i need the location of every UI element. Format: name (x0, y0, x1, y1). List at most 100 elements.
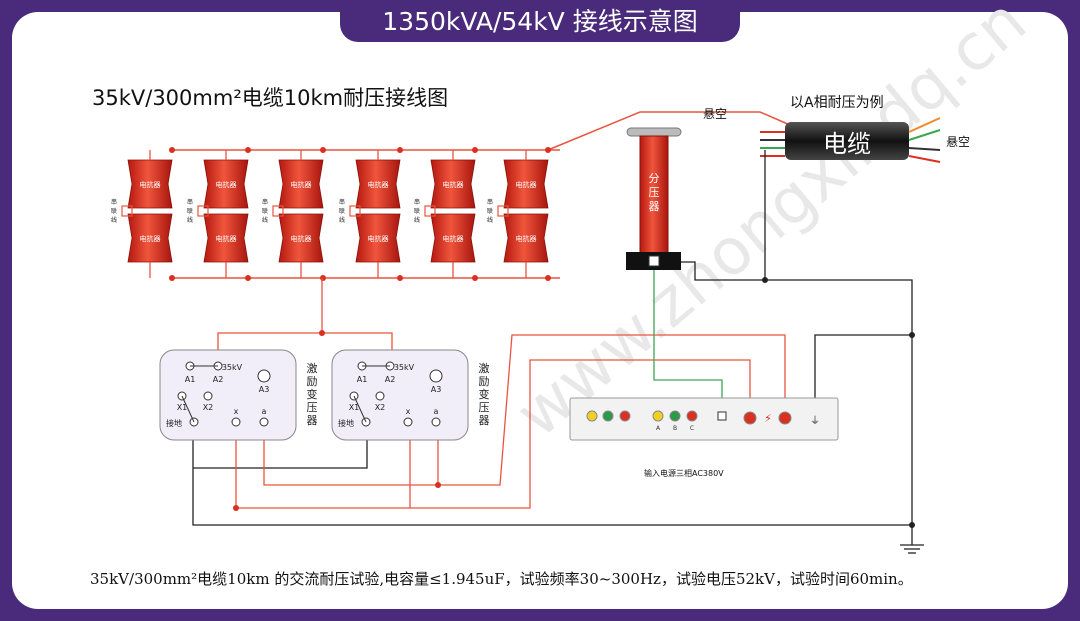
bottom-node (472, 275, 478, 281)
reactor (503, 213, 549, 263)
top-node (245, 147, 251, 153)
top-node (320, 147, 326, 153)
reactor (430, 213, 476, 263)
reactor-label: 电抗器 (140, 234, 161, 243)
series-line-label: 联 (187, 207, 193, 215)
indicator-yellow-1 (586, 410, 598, 422)
output-terminal-2 (778, 411, 792, 425)
reactor-label: 电抗器 (516, 180, 537, 189)
header-tab (340, 0, 740, 42)
a2-label: A2 (213, 375, 224, 384)
a3-label: A3 (431, 385, 442, 394)
reactor (127, 159, 173, 209)
transformer-label: 压 (479, 401, 490, 414)
bottom-node (545, 275, 551, 281)
terminal (259, 417, 269, 427)
top-node (545, 147, 551, 153)
reactor-label: 电抗器 (443, 234, 464, 243)
terminal (403, 417, 413, 427)
cable: 电缆 悬空 (760, 117, 970, 163)
control-box: A B C ⚡ ⏚ (569, 397, 839, 441)
test-description: 35kV/300mm²电缆10km 的交流耐压试验,电容量≤1.945uF，试验… (90, 570, 913, 588)
tap-label: 35kV (222, 363, 243, 372)
reactor-bank: 电抗器电抗器串联线电抗器电抗器串联线电抗器电抗器串联线电抗器电抗器串联线电抗器电… (111, 147, 551, 281)
transformer-label: 器 (307, 414, 318, 427)
top-node (472, 147, 478, 153)
series-link (424, 205, 436, 217)
series-line-label: 联 (111, 207, 117, 215)
reactor (355, 213, 401, 263)
transformer-label: 激 (307, 361, 318, 375)
reactor-busbars (170, 111, 791, 279)
cable-label: 电缆 (823, 130, 871, 158)
terminal (203, 391, 213, 401)
divider-label-1: 分 (649, 172, 660, 185)
bottom-node (169, 275, 175, 281)
bottom-node (320, 275, 326, 281)
series-line-label: 线 (339, 216, 345, 224)
divider-label-3: 器 (649, 200, 660, 213)
series-link (272, 205, 284, 217)
series-line-label: 串 (111, 198, 117, 206)
phase-a-terminal (652, 410, 664, 422)
reactor-label: 电抗器 (140, 180, 161, 189)
floating-right-label: 悬空 (946, 135, 970, 149)
series-line-label: 联 (487, 207, 493, 215)
transformer-label: 励 (307, 375, 318, 388)
terminal (231, 417, 241, 427)
signal-wire (653, 270, 723, 413)
a-label: a (434, 407, 439, 416)
series-line-label: 线 (111, 216, 117, 224)
phase-c-label: C (690, 425, 694, 432)
ground-nodes (762, 277, 915, 528)
transformer-label: 变 (479, 387, 490, 401)
phase-b-label: B (673, 425, 677, 432)
a3-label: A3 (259, 385, 270, 394)
terminal (257, 369, 271, 383)
reactor-label: 电抗器 (216, 234, 237, 243)
transformer-label: 压 (307, 401, 318, 414)
ground-label: 接地 (166, 418, 182, 428)
reactor-label: 电抗器 (291, 234, 312, 243)
tap-label: 35kV (394, 363, 415, 372)
reactor (278, 213, 324, 263)
reactor (203, 159, 249, 209)
series-line-label: 联 (262, 207, 268, 215)
a-label: a (262, 407, 267, 416)
ground-label: 接地 (338, 418, 354, 428)
reactor (430, 159, 476, 209)
watermark-text: www.zhongxindq.cn (503, 0, 1040, 452)
divider-label-2: 压 (649, 186, 660, 199)
x2-label: X2 (375, 403, 386, 412)
wire-nodes (233, 330, 441, 511)
a2-label: A2 (385, 375, 396, 384)
series-line-label: 串 (262, 198, 268, 206)
top-node (397, 147, 403, 153)
reactor (203, 213, 249, 263)
series-line-label: 线 (187, 216, 193, 224)
x1-label: X1 (349, 403, 360, 412)
phase-c-terminal (686, 410, 698, 422)
link-bar (181, 395, 195, 423)
x-label: x (234, 407, 239, 416)
diagram-subtitle: 35kV/300mm²电缆10km耐压接线图 (92, 86, 449, 110)
bottom-node (397, 275, 403, 281)
power-input-label: 输入电源三相AC380V (644, 468, 724, 478)
transformer-label: 励 (479, 375, 490, 388)
bottom-node (245, 275, 251, 281)
reactor (503, 159, 549, 209)
phase-b-terminal (669, 410, 681, 422)
floating-top-label: 悬空 (703, 107, 727, 121)
excitation-wires (217, 278, 786, 509)
reactor-label: 电抗器 (443, 180, 464, 189)
reactor-label: 电抗器 (516, 234, 537, 243)
reactor-label: 电抗器 (216, 180, 237, 189)
